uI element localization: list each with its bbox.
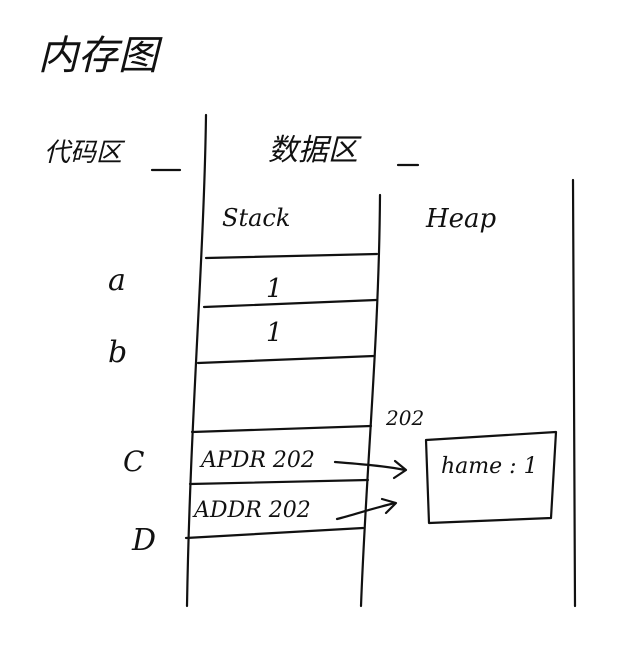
stack-line-4: [190, 424, 373, 434]
arrow-d-head: [380, 497, 398, 515]
stack-line-3: [196, 354, 376, 365]
code-stack-divider: [185, 113, 208, 608]
diagram-title: 内存图: [38, 33, 158, 79]
arrow-c-head: [392, 459, 408, 480]
heap-object-content: hame : 1: [441, 454, 538, 479]
variable-b-name: b: [108, 335, 128, 370]
stack-line-1: [204, 252, 379, 260]
code-area-label: 代码区: [44, 138, 123, 168]
arrow-d-to-heap: [335, 501, 397, 521]
stack-value-c: APDR 202: [201, 448, 315, 473]
stack-heap-divider: [359, 193, 382, 608]
variable-c-name: C: [123, 445, 145, 478]
data-area-label: 数据区: [268, 133, 358, 168]
variable-a-name: a: [108, 263, 126, 298]
heap-object-box: [424, 430, 558, 525]
variable-d-name: D: [132, 523, 157, 558]
stack-label: Stack: [222, 204, 291, 232]
stack-line-2: [202, 298, 378, 309]
heap-right-border: [571, 178, 577, 608]
heap-address: 202: [386, 406, 425, 430]
heap-label: Heap: [426, 204, 497, 234]
stack-line-6: [184, 526, 365, 540]
arrow-c-to-heap: [333, 460, 407, 472]
stack-value-d: ADDR 202: [194, 498, 311, 523]
stack-value-a: 1: [266, 274, 283, 304]
stack-line-5: [188, 478, 370, 486]
stack-value-b: 1: [266, 318, 283, 348]
